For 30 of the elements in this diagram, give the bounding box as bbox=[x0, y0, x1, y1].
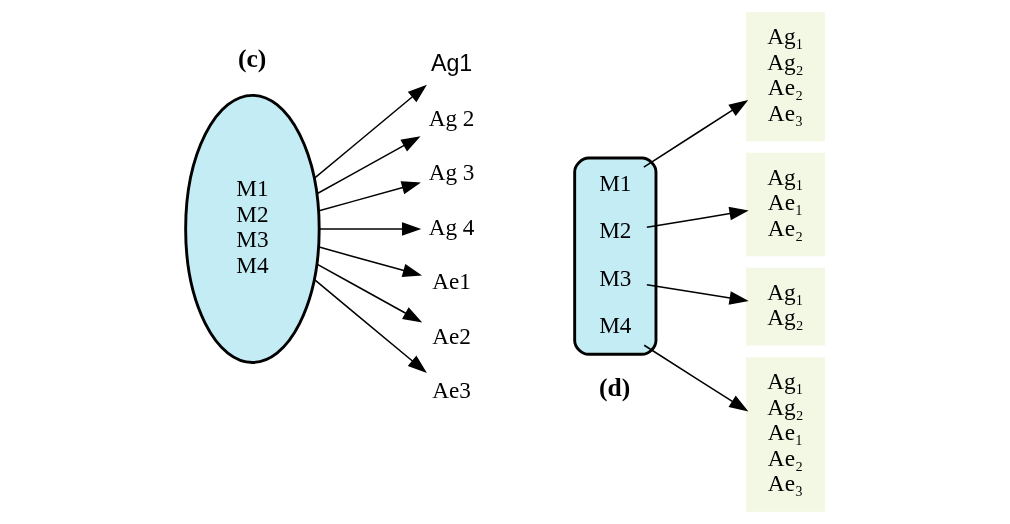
node-text: Ag1 bbox=[430, 49, 473, 76]
arrow bbox=[318, 181, 421, 212]
node-text: Ag 2 bbox=[428, 104, 475, 131]
node-box: Ag₁ Ae₁ Ae₂ bbox=[745, 152, 825, 257]
node-text: M1 bbox=[599, 169, 632, 196]
arrow bbox=[313, 84, 427, 180]
arrow bbox=[643, 344, 749, 412]
node-text: M2 bbox=[599, 217, 632, 244]
node-text: Ae2 bbox=[432, 322, 471, 349]
arrow bbox=[313, 278, 427, 374]
node-text: Ae1 bbox=[432, 268, 471, 295]
cluster bbox=[573, 156, 658, 356]
arrow bbox=[643, 100, 749, 168]
node-text: Ag 3 bbox=[428, 159, 475, 186]
node-text: Ae3 bbox=[432, 377, 471, 404]
arrow bbox=[646, 284, 749, 305]
node-box: Ag₁ Ag₂ Ae₁ Ae₂ Ae₃ bbox=[745, 357, 825, 512]
label: (d) bbox=[599, 372, 631, 402]
arrow bbox=[318, 246, 423, 277]
arrow bbox=[318, 222, 422, 236]
node-box: Ag₁ Ag₂ bbox=[745, 267, 825, 346]
node-ellipse: M1 M2 M3 M4 bbox=[184, 93, 321, 364]
node-text: M3 bbox=[599, 264, 632, 291]
arrow bbox=[646, 206, 749, 229]
node-box: Ag₁ Ag₂ Ae₂ Ae₃ bbox=[745, 12, 825, 142]
arrow bbox=[316, 136, 421, 195]
node-text: Ag 4 bbox=[428, 213, 475, 240]
node-text: M4 bbox=[599, 312, 632, 339]
label: (c) bbox=[237, 44, 267, 74]
arrow bbox=[316, 263, 423, 323]
